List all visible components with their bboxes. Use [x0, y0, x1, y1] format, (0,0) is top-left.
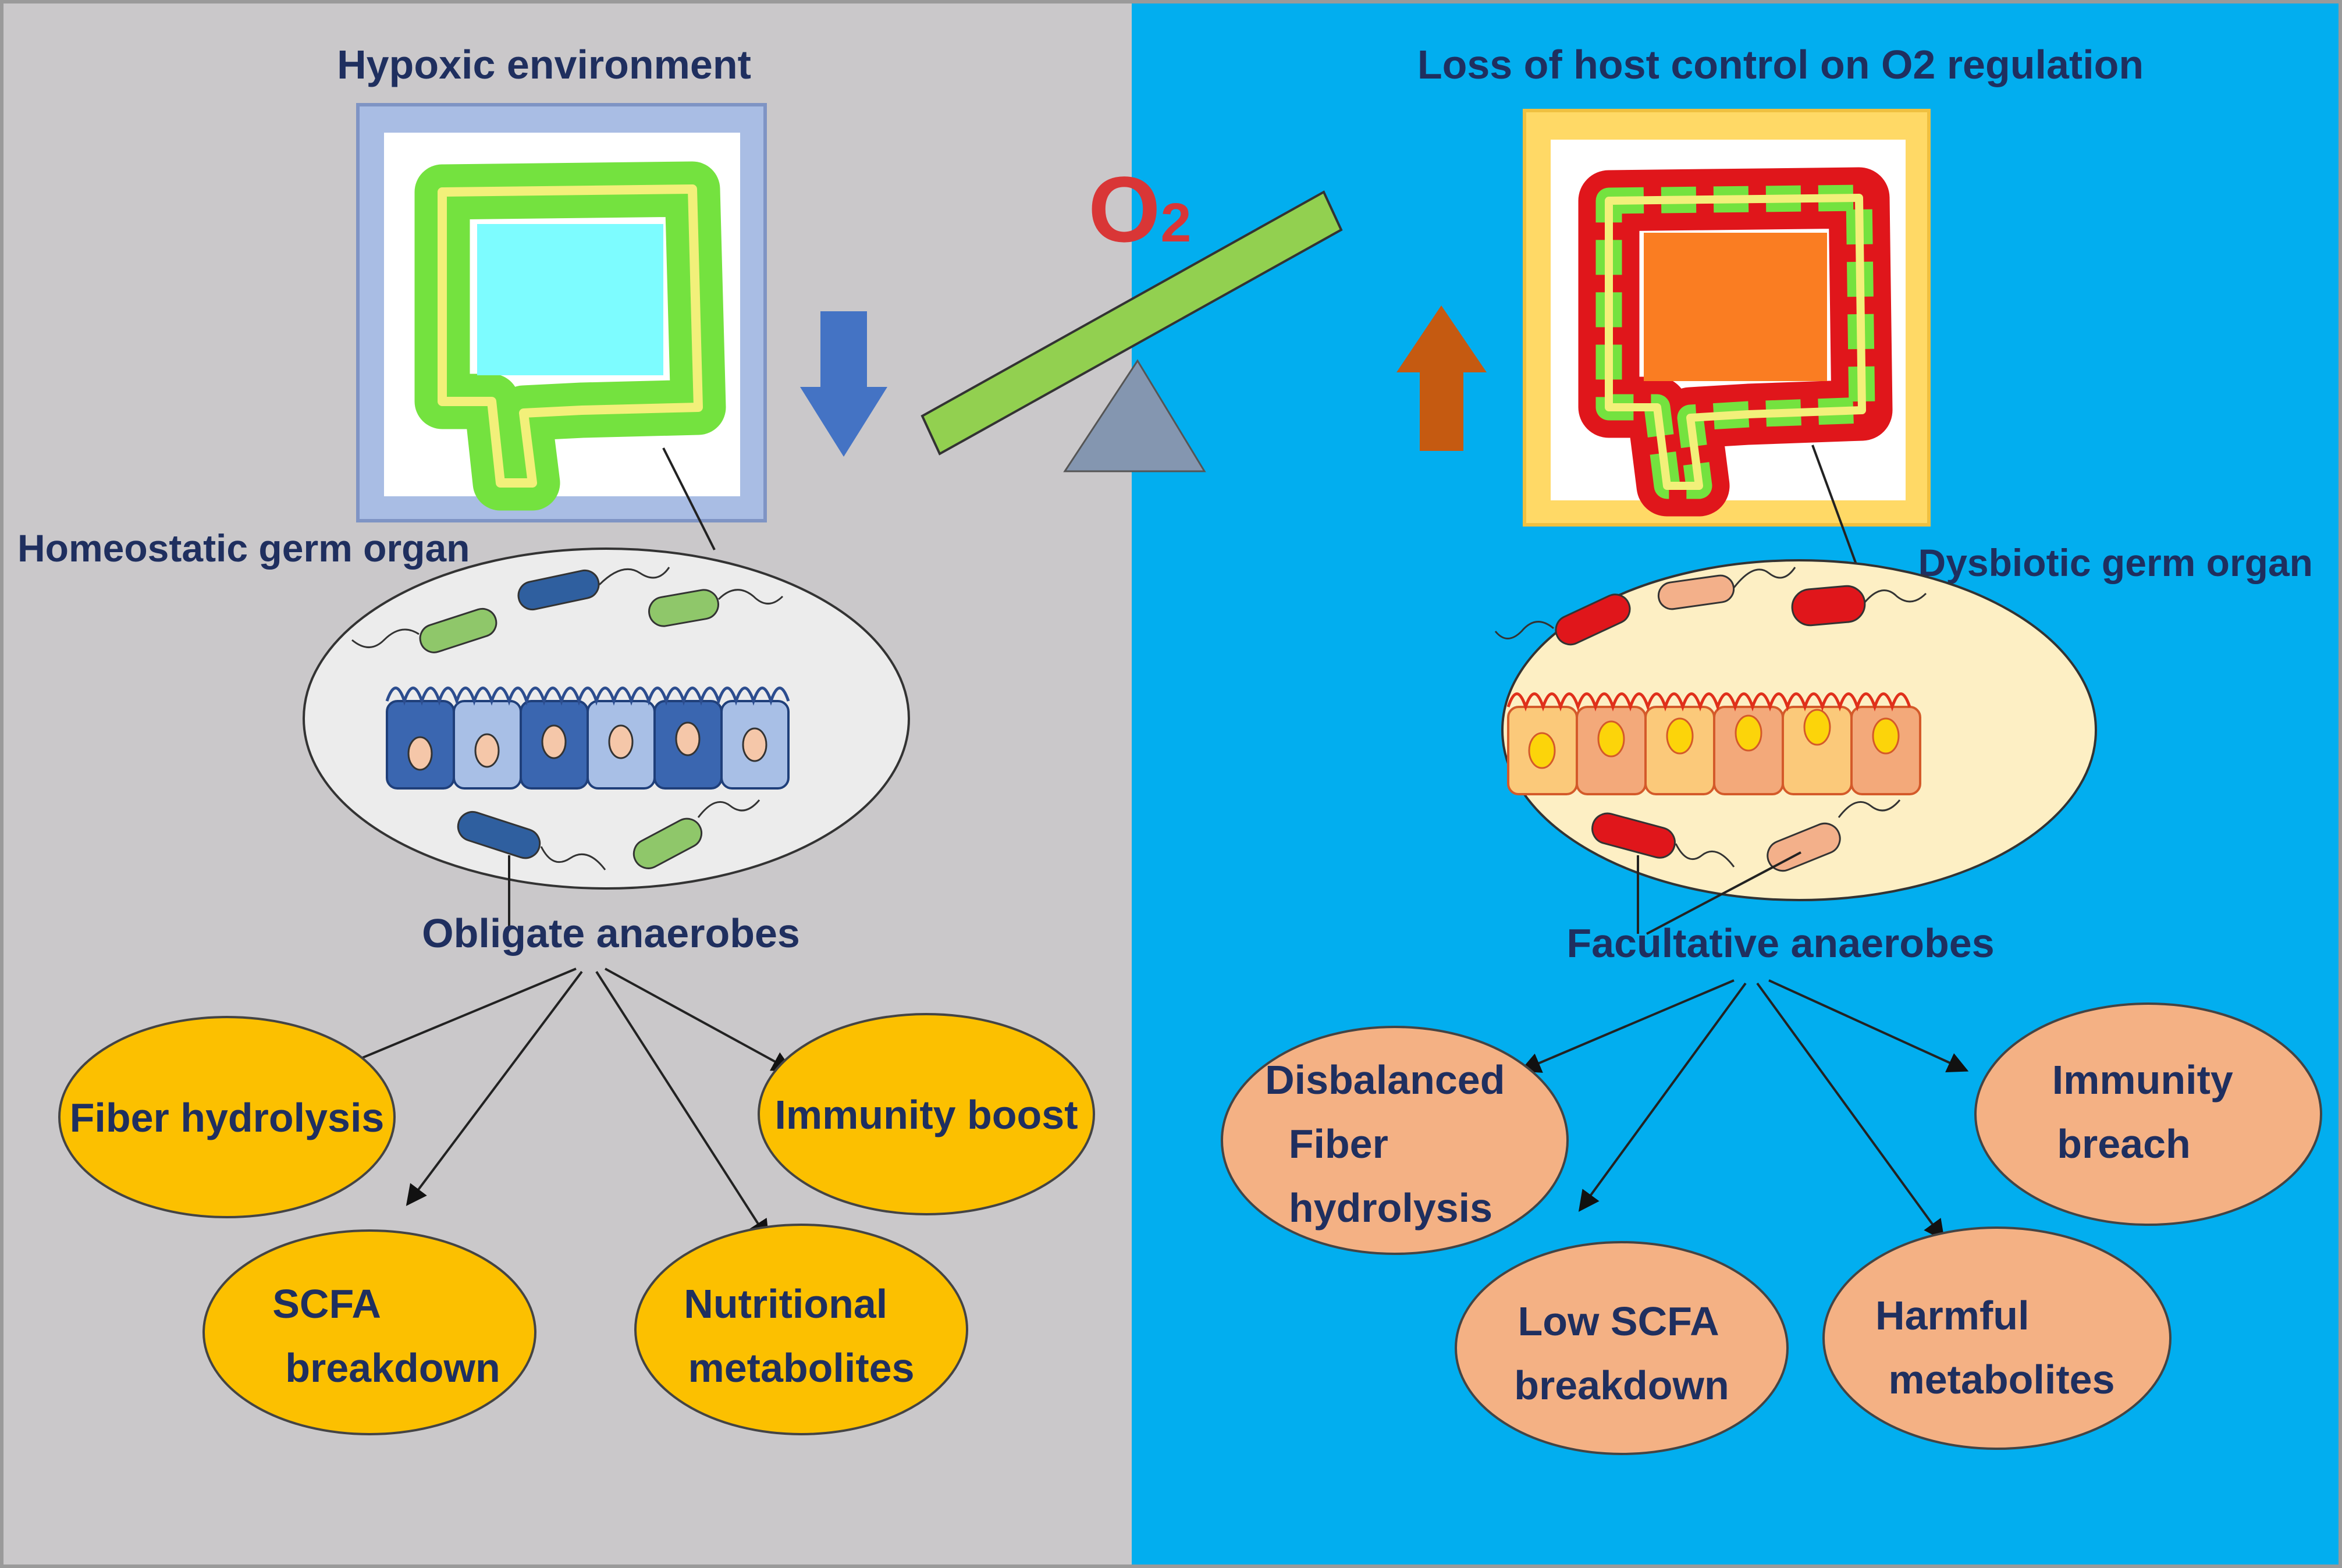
right-outcome-low-scfa-breakdown: Low SCFA breakdown: [1455, 1241, 1789, 1455]
seesaw-board: [921, 190, 1343, 456]
oval-text-line: Fiber hydrolysis: [70, 1095, 385, 1140]
dysbiotic-gut-image: [1523, 109, 1931, 527]
seesaw-fulcrum: [1063, 359, 1206, 472]
svg-text:Harmful metabolites: Harmful metabolites: [1875, 1293, 2114, 1402]
right-outcome-immunity-breach: Immunity breach: [1974, 1002, 2322, 1226]
left-outcome-fiber-hydrolysis: Fiber hydrolysis: [58, 1016, 396, 1218]
seesaw: [921, 190, 1343, 472]
left-outcome-arrows: [329, 968, 794, 1242]
o2-symbol: O2: [1088, 157, 1191, 261]
right-outcome-arrows: [1519, 979, 1969, 1241]
healthy-germ-organ: [303, 547, 910, 890]
down-arrow-icon: [800, 311, 887, 457]
oval-text-line: Low SCFA: [1518, 1299, 1719, 1344]
oval-text-line: hydrolysis: [1289, 1185, 1492, 1231]
left-outcome-scfa-breakdown: SCFA breakdown: [202, 1229, 536, 1435]
oval-text-line: metabolites: [688, 1345, 915, 1391]
oval-text-line: Immunity boost: [774, 1092, 1078, 1137]
left-organ-label: Homeostatic germ organ: [17, 527, 470, 570]
left-bacteria-label: Obligate anaerobes: [422, 911, 800, 956]
left-title: Hypoxic environment: [337, 42, 751, 87]
right-connector-line: [1811, 445, 1858, 568]
svg-text:Immunity breach: Immunity breach: [2052, 1057, 2245, 1167]
oval-text-line: Immunity: [2052, 1057, 2233, 1103]
oval-text-line: breakdown: [1514, 1363, 1729, 1408]
svg-text:Nutritional metabolites: Nutritional metabolites: [684, 1281, 914, 1391]
svg-text:Fiber hydrolysis: Fiber hydrolysis: [70, 1095, 385, 1140]
oval-text-line: Harmful: [1875, 1293, 2029, 1338]
svg-text:Immunity boost: Immunity boost: [774, 1092, 1078, 1137]
right-bacteria-label: Facultative anaerobes: [1566, 920, 1994, 966]
oval-text-line: breach: [2057, 1121, 2191, 1167]
svg-text:Low SCFA breakdown: Low SCFA breakdown: [1514, 1299, 1729, 1408]
oval-text-line: metabolites: [1889, 1357, 2115, 1402]
right-outcome-disbalanced-fiber-hydrolysis: Disbalanced Fiber hydrolysis: [1221, 1026, 1569, 1255]
oval-text-line: Nutritional: [684, 1281, 887, 1327]
oval-text-line: Disbalanced: [1265, 1057, 1505, 1103]
left-outcome-nutritional-metabolites: Nutritional metabolites: [634, 1224, 968, 1435]
right-title: Loss of host control on O2 regulation: [1417, 42, 2144, 87]
oval-text-line: Fiber: [1289, 1121, 1388, 1167]
right-organ-label: Dysbiotic germ organ: [1918, 541, 2313, 584]
left-outcome-immunity-boost: Immunity boost: [758, 1013, 1095, 1215]
up-arrow-icon: [1396, 305, 1487, 451]
svg-text:SCFA breakdown: SCFA breakdown: [272, 1281, 500, 1391]
oval-text-line: breakdown: [285, 1345, 500, 1391]
svg-text:Disbalanced Fiber: Disbalanced Fiber hydrolysis: [1265, 1057, 1516, 1231]
healthy-gut-image: [356, 103, 767, 522]
right-bacteria-connector-2: [1646, 851, 1801, 935]
left-connector-line: [662, 447, 716, 550]
oval-text-line: SCFA: [272, 1281, 380, 1327]
right-outcome-harmful-metabolites: Harmful metabolites: [1822, 1226, 2172, 1450]
dysbiotic-germ-organ: [1494, 559, 2097, 901]
